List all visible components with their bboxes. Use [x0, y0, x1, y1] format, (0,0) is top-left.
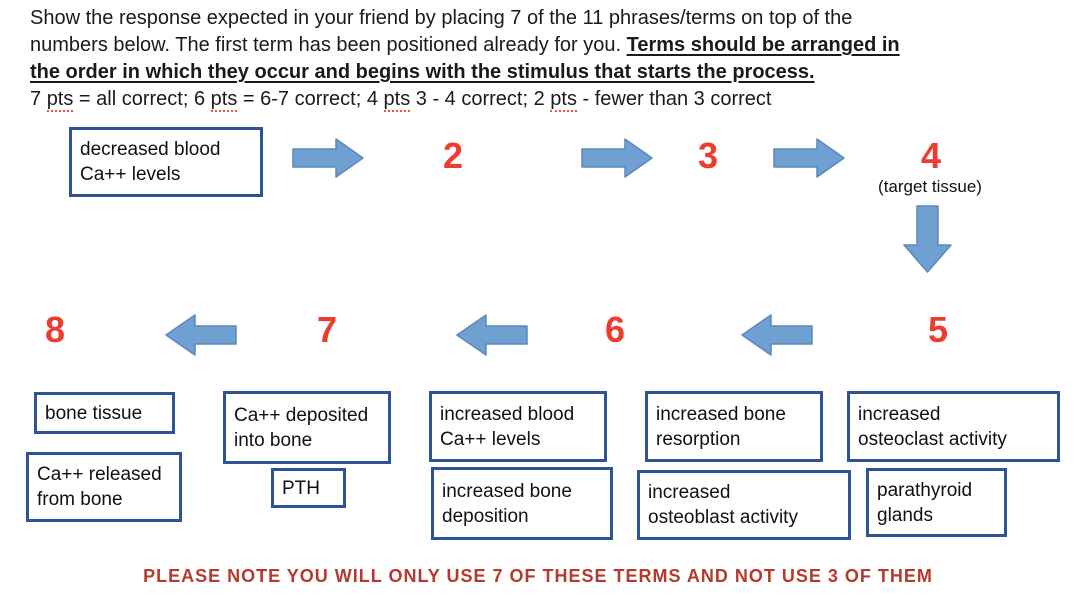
- instruction-line-2-emphasis: Terms should be arranged in: [626, 34, 900, 56]
- left-arrow-icon: [456, 314, 528, 356]
- position-slot-4[interactable]: 4: [920, 135, 942, 176]
- instruction-line-3-emphasis: the order in which they occur and begins…: [30, 61, 815, 83]
- scoring-pts-1: pts: [46, 88, 74, 112]
- instruction-line-3: the order in which they occur and begins…: [30, 59, 1076, 86]
- scoring-text: = all correct; 6: [73, 88, 211, 110]
- position-slot-6[interactable]: 6: [604, 309, 626, 350]
- position-slot-2[interactable]: 2: [442, 135, 464, 176]
- scoring-line: 7 pts = all correct; 6 pts = 6-7 correct…: [30, 86, 1076, 113]
- scoring-pts-4: pts: [550, 88, 577, 112]
- scoring-pts-2: pts: [210, 88, 238, 112]
- scoring-text: = 6-7 correct; 4: [237, 88, 384, 110]
- term-box-increased-osteoclast-activity[interactable]: increased osteoclast activity: [847, 391, 1060, 462]
- instruction-line-2: numbers below. The first term has been p…: [30, 32, 1076, 59]
- right-arrow-icon: [292, 138, 364, 178]
- scoring-text: - fewer than 3 correct: [576, 88, 772, 110]
- scoring-pts-3: pts: [383, 88, 411, 112]
- term-box-increased-bone-deposition[interactable]: increased bone deposition: [431, 467, 613, 540]
- term-box-bone-tissue[interactable]: bone tissue: [34, 392, 175, 434]
- scoring-text: 7: [30, 88, 47, 110]
- position-slot-7[interactable]: 7: [316, 309, 338, 350]
- position-slot-8[interactable]: 8: [44, 309, 66, 350]
- left-arrow-icon: [741, 314, 813, 356]
- term-box-increased-bone-resorption[interactable]: increased bone resorption: [645, 391, 823, 462]
- position-slot-5[interactable]: 5: [927, 309, 949, 350]
- instructions-block: Show the response expected in your frien…: [30, 5, 1076, 113]
- term-box-ca-released-from-bone[interactable]: Ca++ released from bone: [26, 452, 182, 522]
- down-arrow-icon: [903, 205, 952, 273]
- right-arrow-icon: [581, 138, 653, 178]
- target-tissue-label: (target tissue): [878, 177, 982, 196]
- scoring-text: 3 - 4 correct; 2: [410, 88, 551, 110]
- term-box-increased-blood-ca-levels[interactable]: increased blood Ca++ levels: [429, 391, 607, 462]
- instruction-line-1: Show the response expected in your frien…: [30, 7, 853, 29]
- term-box-pth[interactable]: PTH: [271, 468, 346, 508]
- position-slot-3[interactable]: 3: [697, 135, 719, 176]
- term-box-increased-osteoblast-activity[interactable]: increased osteoblast activity: [637, 470, 851, 540]
- term-box-decreased-blood-ca-levels[interactable]: decreased blood Ca++ levels: [69, 127, 263, 197]
- term-box-parathyroid-glands[interactable]: parathyroid glands: [866, 468, 1007, 537]
- term-box-ca-deposited-into-bone[interactable]: Ca++ deposited into bone: [223, 391, 391, 464]
- instruction-line-2-text: numbers below. The first term has been p…: [30, 34, 627, 56]
- right-arrow-icon: [773, 138, 845, 178]
- footer-note: PLEASE NOTE YOU WILL ONLY USE 7 OF THESE…: [143, 566, 933, 586]
- left-arrow-icon: [165, 314, 237, 356]
